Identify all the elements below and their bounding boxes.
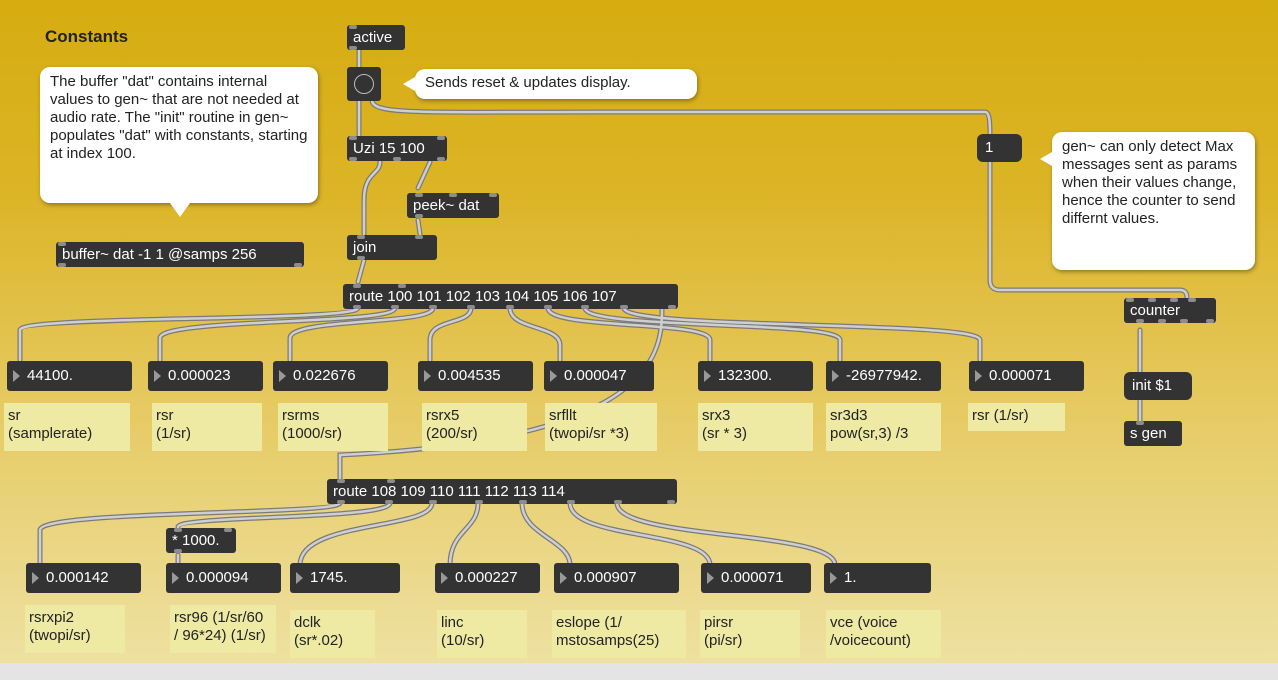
bubble-tail bbox=[170, 203, 190, 217]
comment-rsr2: rsr (1/sr) bbox=[968, 403, 1065, 431]
join-object[interactable]: join bbox=[347, 235, 437, 260]
message-label: 1 bbox=[985, 139, 994, 156]
number-value: 0.000094 bbox=[186, 569, 249, 586]
route2-label: route 108 109 110 111 112 113 114 bbox=[333, 483, 565, 500]
triangle-icon bbox=[707, 572, 714, 584]
active-label: active bbox=[353, 29, 393, 46]
triangle-icon bbox=[975, 370, 982, 382]
number-value: 0.000907 bbox=[574, 569, 637, 586]
triangle-icon bbox=[550, 370, 557, 382]
triangle-icon bbox=[296, 572, 303, 584]
number-value: 0.000023 bbox=[168, 367, 231, 384]
number-box-rsrx5[interactable]: 0.004535 bbox=[418, 361, 533, 391]
reset-comment-bubble: Sends reset & updates display. bbox=[403, 69, 697, 99]
send-gen-object[interactable]: s gen bbox=[1124, 421, 1182, 446]
page-title: Constants bbox=[45, 27, 129, 46]
triangle-icon bbox=[441, 572, 448, 584]
comment-srfllt: srfllt (twopi/sr *3) bbox=[545, 403, 657, 451]
multiply-object[interactable]: * 1000. bbox=[166, 528, 236, 553]
number-box-rsr96[interactable]: 0.000094 bbox=[166, 563, 281, 593]
reset-comment-text: Sends reset & updates display. bbox=[425, 74, 631, 91]
uzi-object[interactable]: Uzi 15 100 bbox=[347, 136, 447, 161]
send-gen-label: s gen bbox=[1130, 425, 1167, 442]
number-value: 0.022676 bbox=[293, 367, 356, 384]
number-value: 0.000071 bbox=[989, 367, 1052, 384]
route-object-2[interactable]: route 108 109 110 111 112 113 114 bbox=[327, 479, 677, 504]
number-box-rsrxpi2[interactable]: 0.000142 bbox=[26, 563, 141, 593]
number-box-vce[interactable]: 1. bbox=[824, 563, 931, 593]
number-box-srx3[interactable]: 132300. bbox=[698, 361, 813, 391]
number-value: 0.000047 bbox=[564, 367, 627, 384]
comment-srx3: srx3 (sr * 3) bbox=[698, 403, 813, 451]
buffer-object[interactable]: buffer~ dat -1 1 @samps 256 bbox=[56, 242, 304, 267]
gen-comment-bubble: gen~ can only detect Max messages sent a… bbox=[1040, 132, 1255, 270]
buffer-label: buffer~ dat -1 1 @samps 256 bbox=[62, 246, 257, 263]
comment-vce: vce (voice /voicecount) bbox=[826, 610, 941, 658]
message-box-1[interactable]: 1 bbox=[977, 134, 1022, 162]
number-value: 0.000227 bbox=[455, 569, 518, 586]
number-value: 0.004535 bbox=[438, 367, 501, 384]
number-box-rsrms[interactable]: 0.022676 bbox=[273, 361, 388, 391]
counter-label: counter bbox=[1130, 302, 1181, 319]
number-value: 1745. bbox=[310, 569, 348, 586]
peek-object[interactable]: peek~ dat bbox=[407, 193, 499, 218]
comment-eslope: eslope (1/ mstosamps(25) bbox=[552, 610, 686, 658]
bubble-tail bbox=[1040, 152, 1052, 166]
number-box-rsr2[interactable]: 0.000071 bbox=[969, 361, 1084, 391]
number-value: -26977942. bbox=[846, 367, 922, 384]
number-value: 1. bbox=[844, 569, 857, 586]
counter-object[interactable]: counter bbox=[1124, 298, 1216, 323]
number-value: 0.000142 bbox=[46, 569, 109, 586]
route1-label: route 100 101 102 103 104 105 106 107 bbox=[349, 288, 617, 305]
bang-button[interactable] bbox=[347, 67, 381, 101]
triangle-icon bbox=[560, 572, 567, 584]
number-box-sr3d3[interactable]: -26977942. bbox=[826, 361, 941, 391]
comment-rsrx5: rsrx5 (200/sr) bbox=[422, 403, 527, 451]
number-value: 0.000071 bbox=[721, 569, 784, 586]
init-message-box[interactable]: init $1 bbox=[1124, 372, 1192, 400]
number-box-rsr[interactable]: 0.000023 bbox=[148, 361, 263, 391]
bang-circle-icon bbox=[354, 74, 374, 94]
uzi-label: Uzi 15 100 bbox=[353, 140, 425, 157]
number-box-dclk[interactable]: 1745. bbox=[290, 563, 400, 593]
peek-label: peek~ dat bbox=[413, 197, 480, 214]
init-label: init $1 bbox=[1132, 377, 1173, 394]
comment-rsrms: rsrms (1000/sr) bbox=[278, 403, 388, 451]
comment-rsr96: rsr96 (1/sr/60 / 96*24) (1/sr) bbox=[170, 605, 276, 653]
triangle-icon bbox=[13, 370, 20, 382]
number-box-srfllt[interactable]: 0.000047 bbox=[544, 361, 654, 391]
number-value: 44100. bbox=[27, 367, 73, 384]
triangle-icon bbox=[279, 370, 286, 382]
triangle-icon bbox=[424, 370, 431, 382]
comment-sr: sr (samplerate) bbox=[4, 403, 130, 451]
comment-pirsr: pirsr (pi/sr) bbox=[700, 610, 800, 658]
number-box-sr[interactable]: 44100. bbox=[7, 361, 132, 391]
multiply-label: * 1000. bbox=[172, 532, 220, 549]
active-object[interactable]: active bbox=[347, 25, 405, 50]
number-box-pirsr[interactable]: 0.000071 bbox=[701, 563, 811, 593]
bubble-tail bbox=[403, 77, 415, 91]
join-label: join bbox=[353, 239, 377, 256]
comment-dclk: dclk (sr*.02) bbox=[290, 610, 375, 658]
route-object-1[interactable]: route 100 101 102 103 104 105 106 107 bbox=[343, 284, 678, 309]
number-box-linc[interactable]: 0.000227 bbox=[435, 563, 540, 593]
comment-linc: linc (10/sr) bbox=[437, 610, 527, 658]
triangle-icon bbox=[172, 572, 179, 584]
buffer-comment-bubble: The buffer "dat" contains internal value… bbox=[40, 67, 318, 217]
number-value: 132300. bbox=[718, 367, 773, 384]
triangle-icon bbox=[154, 370, 161, 382]
bottom-bar bbox=[0, 663, 1278, 680]
comment-rsr: rsr (1/sr) bbox=[152, 403, 262, 451]
comment-sr3d3: sr3d3 pow(sr,3) /3 bbox=[826, 403, 941, 451]
triangle-icon bbox=[32, 572, 39, 584]
triangle-icon bbox=[830, 572, 837, 584]
gen-comment-text: gen~ can only detect Max messages sent a… bbox=[1062, 138, 1238, 227]
number-box-eslope[interactable]: 0.000907 bbox=[554, 563, 679, 593]
comment-rsrxpi2: rsrxpi2 (twopi/sr) bbox=[25, 605, 125, 653]
triangle-icon bbox=[832, 370, 839, 382]
triangle-icon bbox=[704, 370, 711, 382]
buffer-comment-text: The buffer "dat" contains internal value… bbox=[50, 73, 308, 162]
